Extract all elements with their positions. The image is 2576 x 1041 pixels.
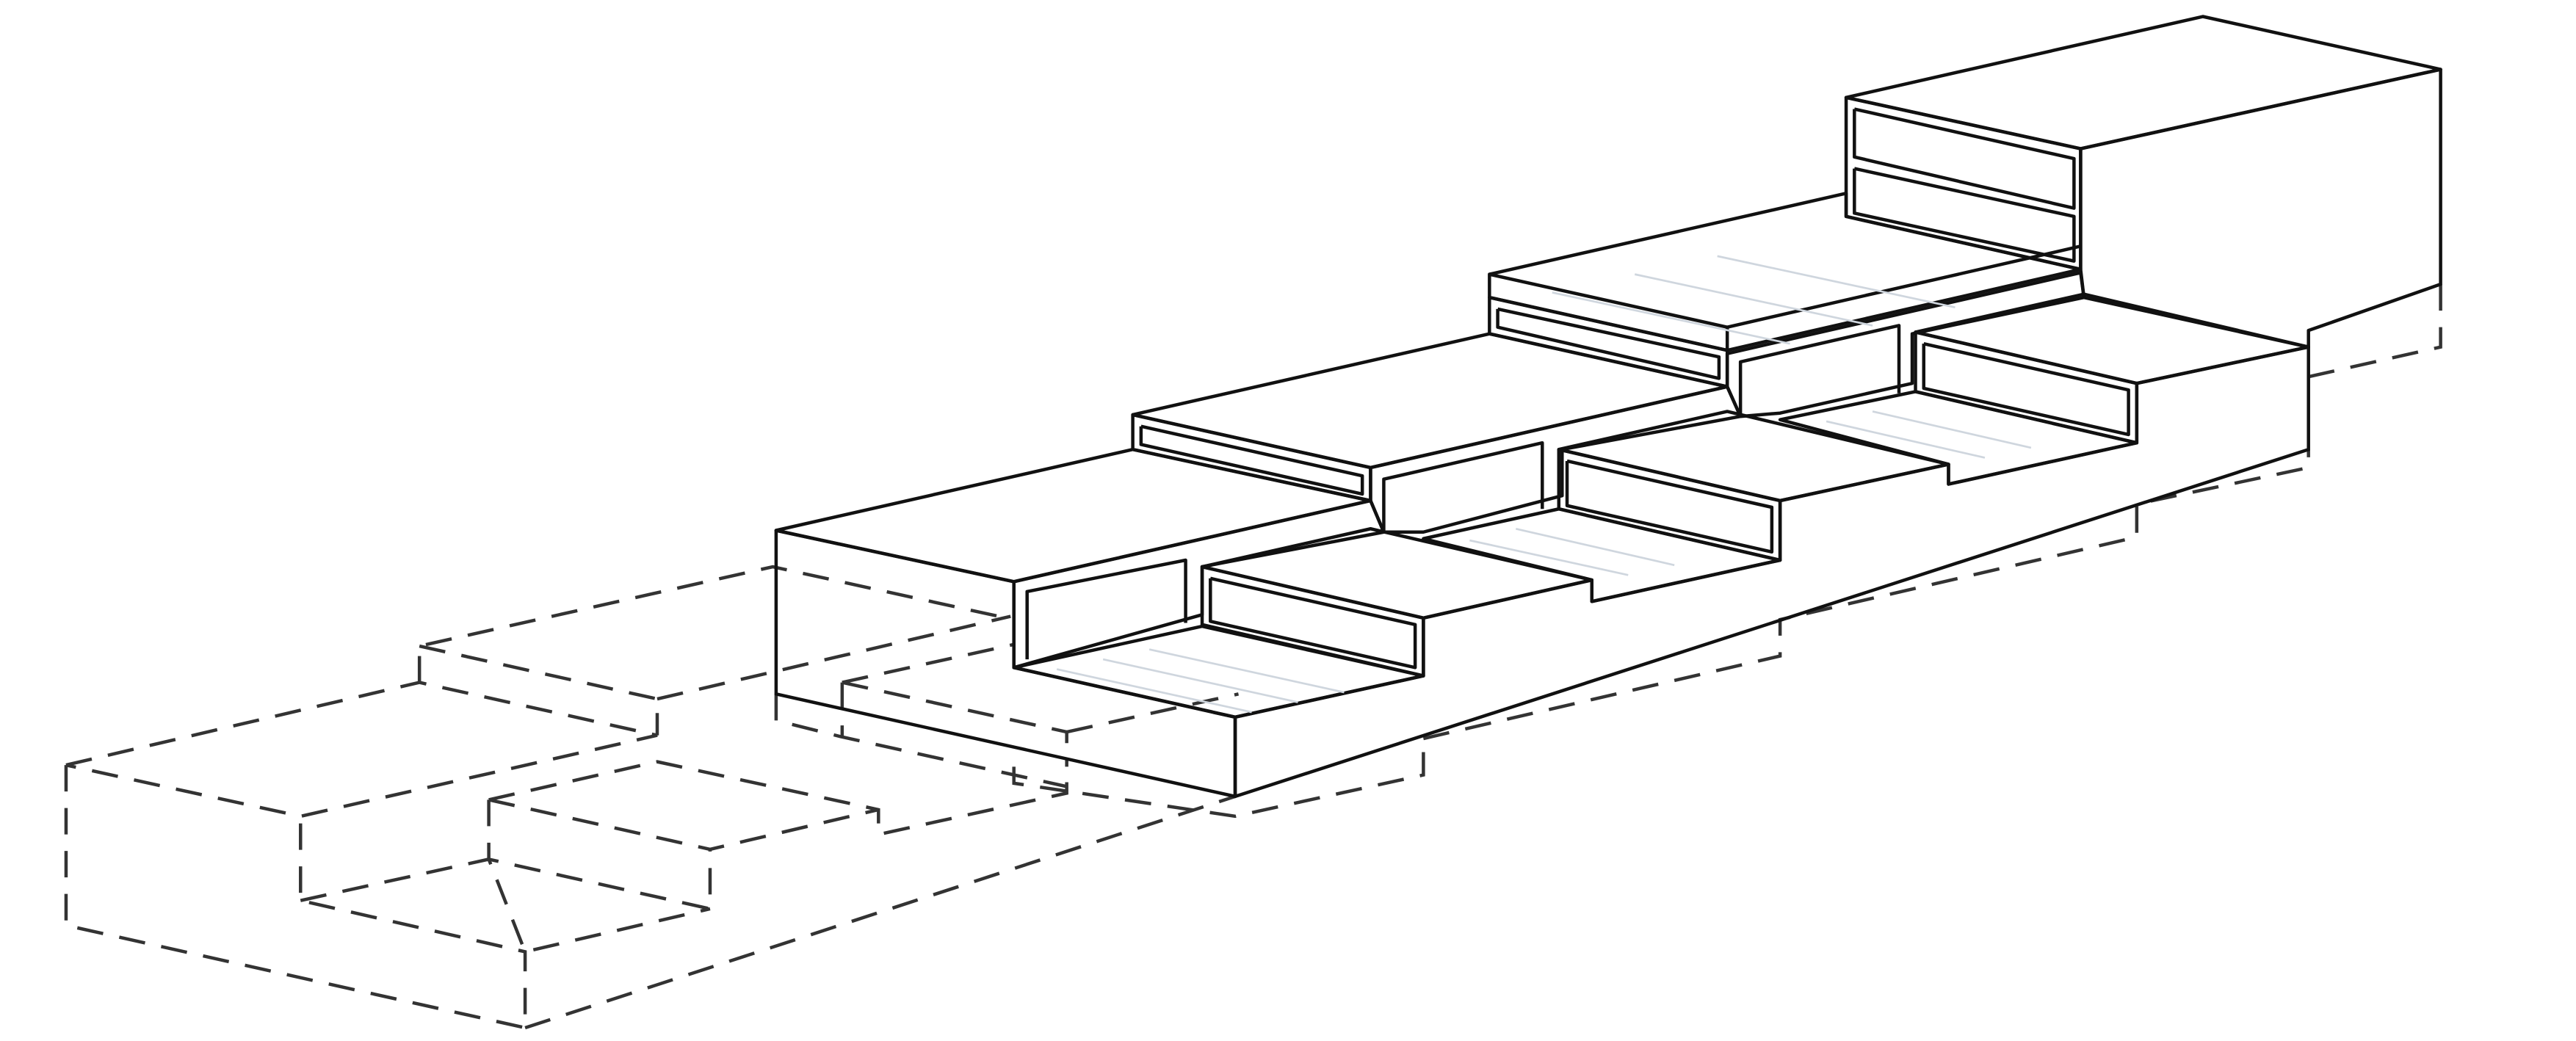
riser-tier-3-inset-b <box>1853 167 2076 263</box>
riser-upper-landing-inset <box>1496 307 1721 380</box>
ghost-block-left-front <box>64 765 527 1030</box>
front-face-lowest-tier <box>774 529 1237 799</box>
ghost-under-front-b <box>1422 449 2310 741</box>
tread-hatching <box>1056 255 2032 714</box>
ghost-step-tread <box>488 760 1068 837</box>
ghost-under-steps-e <box>1066 692 1240 734</box>
ghost-under-steps-c <box>842 681 1068 767</box>
ghost-tier-outlines <box>64 284 2442 1030</box>
tread-upper <box>1778 390 2139 486</box>
ghost-under-steps-d <box>842 642 1015 684</box>
upper-landing-deck <box>1488 192 2083 352</box>
inner-panel-mid <box>1382 440 1544 532</box>
step-riser-3-inset <box>1922 341 2130 437</box>
tread-mid <box>1422 507 1782 603</box>
ghost-under-front <box>1012 739 1425 819</box>
ghost-step-riser <box>487 799 712 911</box>
ghost-block-left-top2 <box>417 565 1015 683</box>
riser-tier-2 <box>1131 413 1372 503</box>
step-top-2 <box>1557 410 1950 503</box>
ghost-bottom-edge <box>524 794 1236 1030</box>
ghost-step-tread-b <box>488 798 879 852</box>
step-riser-1-inset <box>1209 576 1417 670</box>
step-top-3 <box>1914 292 2310 385</box>
inner-panel-lower <box>1025 558 1187 660</box>
tread-lower <box>1012 624 1425 719</box>
top-face-tier-1 <box>774 447 1372 584</box>
ghost-block-left <box>65 681 658 819</box>
riser-tier-3-inset-a <box>1853 107 2076 210</box>
step-riser-2-inset <box>1565 459 1774 554</box>
top-face-tier-2 <box>1131 332 1729 470</box>
ghost-step-riser-b <box>300 857 711 954</box>
ghost-block-left-top2b <box>419 644 659 736</box>
ghost-under-steps <box>774 694 1068 788</box>
step-top-1 <box>1200 527 1594 620</box>
ghost-block-left-top2c <box>656 614 1011 701</box>
solid-stair-body <box>774 15 2442 799</box>
ghost-under-right <box>2308 284 2442 379</box>
inner-panel-upper <box>1738 324 1901 417</box>
riser-tier-2-inset <box>1139 424 1364 496</box>
